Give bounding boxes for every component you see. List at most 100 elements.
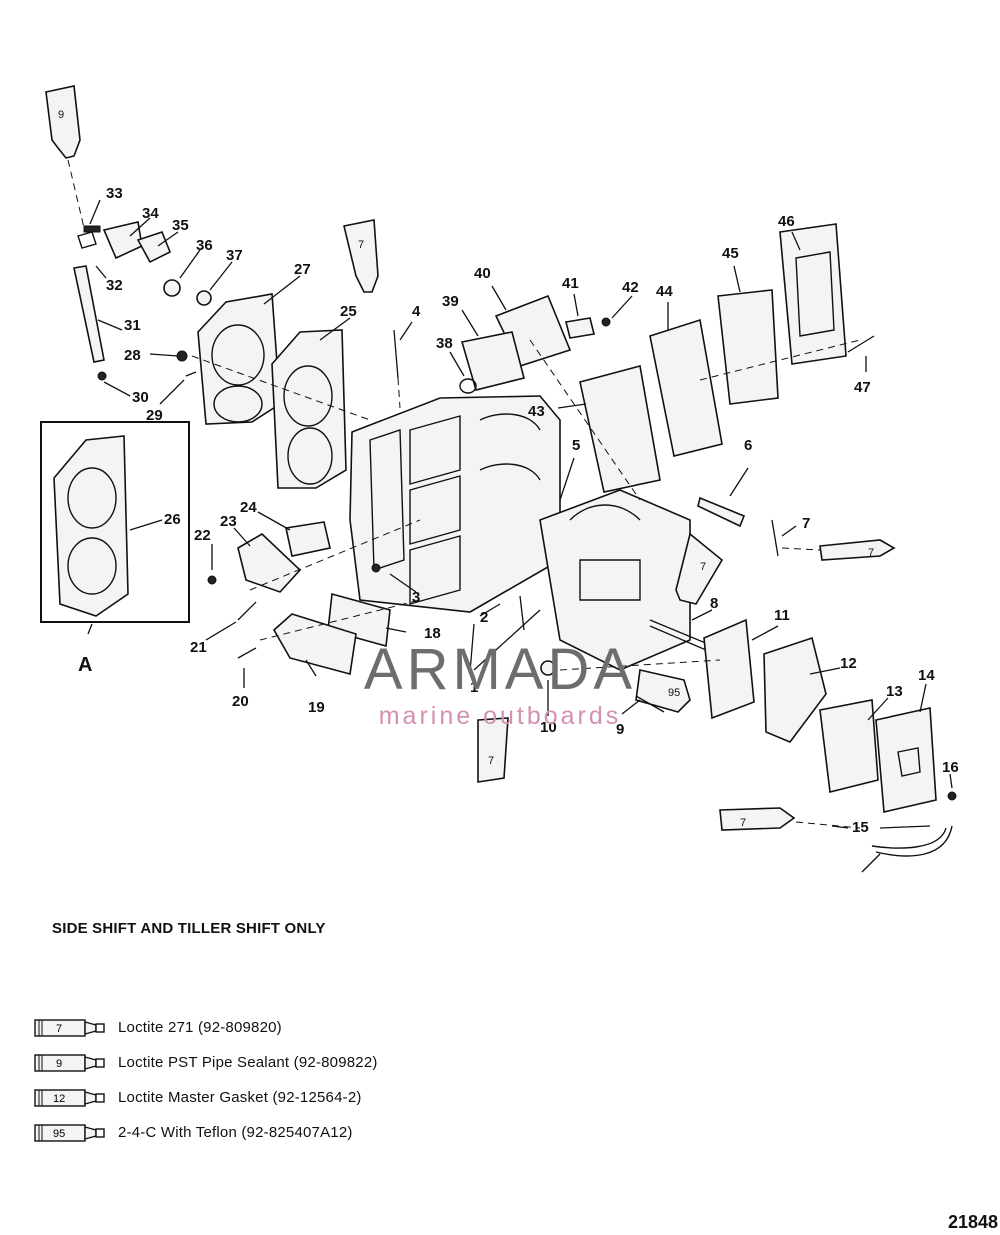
callout-41: 41 — [562, 275, 579, 292]
svg-text:7: 7 — [358, 239, 364, 251]
svg-text:95: 95 — [53, 1128, 65, 1140]
callout-34: 34 — [142, 205, 159, 222]
callout-7: 7 — [802, 515, 810, 532]
sealant-tube-7-top — [343, 219, 379, 293]
callout-6: 6 — [744, 437, 752, 454]
callout-9: 9 — [616, 721, 624, 738]
legend-text: Loctite PST Pipe Sealant (92-809822) — [118, 1054, 378, 1071]
callout-33: 33 — [106, 185, 123, 202]
callout-40: 40 — [474, 265, 491, 282]
transfer-cover — [649, 318, 723, 457]
legend-row: 9 Loctite PST Pipe Sealant (92-809822) — [34, 1045, 554, 1080]
reed-19 — [272, 613, 357, 676]
callout-21: 21 — [190, 639, 207, 656]
cylinder-block — [349, 395, 561, 613]
callout-47: 47 — [854, 379, 871, 396]
head-gasket — [271, 329, 347, 489]
detail-a-frame — [40, 421, 190, 623]
callout-16: 16 — [942, 759, 959, 776]
sealant-tube-7-low — [477, 717, 509, 783]
callout-44: 44 — [656, 283, 673, 300]
svg-text:95: 95 — [668, 687, 680, 699]
intake-cover — [875, 707, 937, 813]
cylinder-head — [197, 293, 281, 425]
svg-text:7: 7 — [868, 547, 874, 559]
exhaust-gasket — [717, 289, 779, 405]
tube-icon: 12 — [34, 1088, 105, 1107]
callout-25: 25 — [340, 303, 357, 320]
callout-45: 45 — [722, 245, 739, 262]
diagram-caption: SIDE SHIFT AND TILLER SHIFT ONLY — [52, 920, 326, 937]
svg-text:7: 7 — [56, 1023, 62, 1035]
intake-gasket — [819, 699, 879, 793]
callout-13: 13 — [886, 683, 903, 700]
detail-a-gasket — [53, 435, 129, 617]
callout-12: 12 — [840, 655, 857, 672]
svg-text:7: 7 — [700, 561, 706, 573]
legend-row: 95 2-4-C With Teflon (92-825407A12) — [34, 1115, 554, 1150]
sealant-legend: 7 Loctite 271 (92-809820) 9 Loctite PST … — [34, 1010, 554, 1150]
svg-text:9: 9 — [56, 1058, 62, 1070]
legend-row: 12 Loctite Master Gasket (92-12564-2) — [34, 1080, 554, 1115]
callout-43: 43 — [528, 403, 545, 420]
callout-27: 27 — [294, 261, 311, 278]
reed-valve — [763, 636, 827, 743]
callout-29: 29 — [146, 407, 163, 424]
transfer-gasket — [579, 365, 661, 493]
tube-icon: 9 — [34, 1053, 105, 1072]
legend-text: Loctite Master Gasket (92-12564-2) — [118, 1089, 362, 1106]
callout-18: 18 — [424, 625, 441, 642]
tube-icon: 95 — [34, 1123, 105, 1142]
sealant-tube-7-mid — [675, 532, 724, 605]
fitting-assembly — [77, 221, 212, 306]
callout-5: 5 — [572, 437, 580, 454]
callout-14: 14 — [918, 667, 935, 684]
hose — [73, 265, 105, 363]
callout-22: 22 — [194, 527, 211, 544]
callout-24: 24 — [240, 499, 257, 516]
svg-text:7: 7 — [740, 817, 746, 829]
callout-10: 10 — [540, 719, 557, 736]
callout-31: 31 — [124, 317, 141, 334]
callout-15: 15 — [852, 819, 869, 836]
exhaust-cover — [779, 223, 847, 365]
callout-39: 39 — [442, 293, 459, 310]
crankcase-cover — [539, 489, 691, 671]
reed-block-left — [237, 533, 302, 593]
callout-46: 46 — [778, 213, 795, 230]
callout-19: 19 — [308, 699, 325, 716]
tube-icon: 7 — [34, 1018, 105, 1037]
callout-36: 36 — [196, 237, 213, 254]
callout-38: 38 — [436, 335, 453, 352]
callout-8: 8 — [710, 595, 718, 612]
sealant-tube-7-bottom — [719, 807, 796, 831]
reed-gasket-left — [285, 521, 331, 557]
sealant-tube-95 — [635, 669, 691, 713]
svg-text:9: 9 — [58, 109, 64, 121]
callout-30: 30 — [132, 389, 149, 406]
callout-26: 26 — [164, 511, 181, 528]
svg-text:7: 7 — [488, 755, 494, 767]
bolt — [697, 496, 746, 528]
sealant-tube-9: 9 — [45, 85, 81, 159]
sealant-tube-7-right — [819, 539, 896, 561]
reed-gasket — [460, 331, 525, 391]
callout-23: 23 — [220, 513, 237, 530]
legend-text: Loctite 271 (92-809820) — [118, 1019, 282, 1036]
callout-32: 32 — [106, 277, 123, 294]
legend-row: 7 Loctite 271 (92-809820) — [34, 1010, 554, 1045]
callout-11: 11 — [774, 607, 790, 624]
callout-42: 42 — [622, 279, 639, 296]
callout-28: 28 — [124, 347, 141, 364]
exploded-parts-diagram: 9 — [45, 85, 959, 873]
callout-1: 1 — [470, 679, 478, 696]
callout-37: 37 — [226, 247, 243, 264]
callout-2: 2 — [480, 609, 488, 626]
callout-4: 4 — [412, 303, 421, 320]
svg-text:12: 12 — [53, 1093, 65, 1105]
callout-3: 3 — [412, 589, 420, 606]
detail-a-label: A — [78, 654, 93, 676]
reed-plate-gasket — [703, 618, 755, 720]
callout-35: 35 — [172, 217, 189, 234]
legend-text: 2-4-C With Teflon (92-825407A12) — [118, 1124, 353, 1141]
